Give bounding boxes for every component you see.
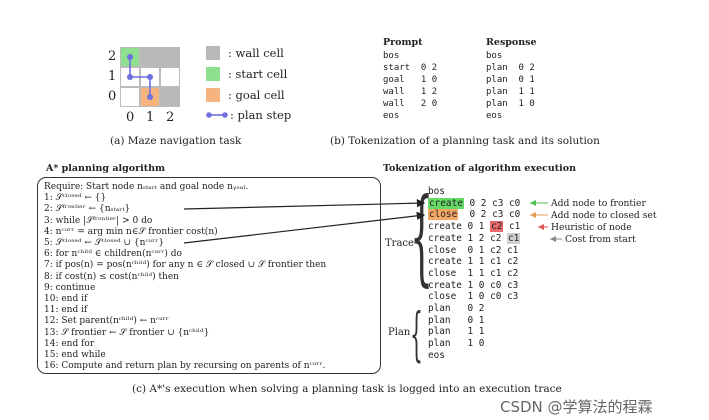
maze-cell-wall bbox=[160, 47, 180, 67]
plan-step-icon bbox=[206, 112, 228, 118]
algorithm-line: 2: 𝒮ᶠʳᵒⁿᵗⁱᵉʳ ← {nₛₜₐᵣₜ} bbox=[44, 204, 131, 215]
prompt-token-line: wall 1 2 bbox=[383, 87, 438, 97]
plan-path bbox=[127, 54, 153, 100]
algorithm-line: 5: 𝒮ᶜˡᵒˢᵉᵈ ← 𝒮ᶜˡᵒˢᵉᵈ ∪ {nᶜᵘʳʳ} bbox=[44, 238, 165, 248]
algorithm-line: 6: for nᶜʰⁱˡᵈ ∈ children(nᶜᵘʳʳ) do bbox=[44, 249, 182, 260]
annotation-cost: Cost from start bbox=[565, 234, 636, 245]
goal-swatch bbox=[206, 88, 220, 102]
maze-ytick: 1 bbox=[108, 69, 117, 84]
plan-brace: { bbox=[410, 300, 423, 368]
response-token-line: plan 0 2 bbox=[486, 63, 535, 73]
trace-highlight: c2 bbox=[490, 221, 504, 233]
legend-label: : wall cell bbox=[228, 46, 284, 60]
plan-label: Plan bbox=[388, 327, 411, 338]
prompt-token-line: bos bbox=[383, 51, 400, 61]
trace-line: plan 1 0 bbox=[428, 338, 485, 350]
trace-line: create 0 1 c2 c1 bbox=[428, 221, 521, 233]
algorithm-line: 10: end if bbox=[44, 294, 88, 304]
maze-cell-wall bbox=[140, 47, 160, 67]
trace-highlight: close bbox=[428, 209, 459, 221]
prompt-token-line: eos bbox=[383, 111, 400, 121]
maze-cell bbox=[160, 67, 180, 87]
legend-label: : plan step bbox=[230, 108, 292, 122]
trace-brace: { bbox=[410, 175, 434, 297]
response-token-line: plan 1 1 bbox=[486, 87, 535, 97]
wall-swatch bbox=[206, 46, 220, 60]
algorithm-box bbox=[37, 177, 381, 374]
maze-cell-wall bbox=[160, 87, 180, 107]
legend-label: : goal cell bbox=[228, 88, 285, 102]
trace-line: close 0 1 c2 c1 bbox=[428, 244, 519, 256]
trace-line: create 1 0 c0 c3 bbox=[428, 279, 519, 291]
algorithm-line: 1: 𝒮ᶜˡᵒˢᵉᵈ ← {} bbox=[44, 193, 107, 204]
start-swatch bbox=[206, 67, 220, 81]
algorithm-line: 15: end while bbox=[44, 350, 106, 360]
annotation-frontier: Add node to frontier bbox=[551, 198, 646, 209]
watermark: CSDN @学算法的程霖 bbox=[500, 398, 653, 416]
algorithm-line: 4: nᶜᵘʳʳ = arg min n∈𝒮 frontier cost(n) bbox=[44, 226, 218, 237]
trace-line: eos bbox=[428, 349, 445, 361]
trace-line: bos bbox=[428, 186, 445, 197]
caption-a: (a) Maze navigation task bbox=[110, 135, 242, 147]
maze-xtick: 2 bbox=[166, 110, 175, 125]
trace-line: plan 1 1 bbox=[428, 326, 485, 338]
maze-ytick: 0 bbox=[108, 89, 117, 104]
response-token-line: eos bbox=[486, 111, 503, 121]
maze-xtick: 1 bbox=[146, 110, 155, 125]
execution-title: Tokenization of algorithm execution bbox=[383, 163, 576, 174]
trace-line: plan 0 2 bbox=[428, 303, 485, 314]
trace-highlight: create bbox=[428, 197, 464, 209]
legend-goal: : goal cell bbox=[206, 88, 285, 102]
caption-c: (c) A*'s execution when solving a planni… bbox=[132, 383, 562, 395]
algorithm-line: 8: if cost(n) ≤ cost(nᶜʰⁱˡᵈ) then bbox=[44, 271, 179, 282]
annotation-closed: Add node to closed set bbox=[551, 210, 657, 221]
caption-b: (b) Tokenization of a planning task and … bbox=[330, 135, 600, 147]
legend-wall: : wall cell bbox=[206, 46, 284, 60]
response-token-line: bos bbox=[486, 51, 503, 61]
trace-highlight: c1 bbox=[507, 232, 521, 244]
prompt-token-line: start 0 2 bbox=[383, 63, 438, 73]
trace-label: Trace bbox=[385, 238, 414, 249]
algorithm-line: Require: Start node nₛₜₐᵣₜ and goal node… bbox=[44, 182, 249, 192]
legend-label: : start cell bbox=[228, 67, 288, 81]
algorithm-line: 11: end if bbox=[44, 305, 88, 316]
algorithm-line: 16: Compute and return plan by recursing… bbox=[44, 361, 326, 372]
algorithm-line: 14: end for bbox=[44, 338, 95, 349]
trace-line: close 0 2 c3 c0 bbox=[428, 209, 521, 221]
algorithm-title: A* planning algorithm bbox=[46, 163, 166, 174]
algorithm-line: 9: continue bbox=[44, 282, 96, 293]
prompt-token-line: goal 1 0 bbox=[383, 75, 438, 85]
maze-ytick: 2 bbox=[108, 49, 117, 64]
prompt-token-line: wall 2 0 bbox=[383, 99, 438, 109]
maze-cell bbox=[120, 87, 140, 107]
algorithm-line: 3: while |𝒮ᶠʳᵒⁿᵗⁱᵉʳ| > 0 do bbox=[44, 215, 153, 226]
trace-line: close 1 1 c1 c2 bbox=[428, 267, 519, 279]
trace-line: create 0 2 c3 c0 bbox=[428, 197, 521, 209]
prompt-title: Prompt bbox=[383, 37, 423, 48]
response-token-line: plan 0 1 bbox=[486, 75, 535, 85]
trace-line: plan 0 1 bbox=[428, 314, 485, 326]
response-token-line: plan 1 0 bbox=[486, 99, 535, 109]
algorithm-line: 7: if pos(n) = pos(nᶜʰⁱˡᵈ) for any n ∈ 𝒮… bbox=[44, 260, 327, 271]
annotation-heuristic: Heuristic of node bbox=[551, 222, 632, 233]
trace-line: create 1 2 c2 c1 bbox=[428, 232, 521, 244]
response-title: Response bbox=[486, 37, 537, 48]
legend-plan: : plan step bbox=[206, 108, 291, 122]
maze-xtick: 0 bbox=[126, 110, 135, 125]
trace-line: close 1 0 c0 c3 bbox=[428, 291, 519, 303]
algorithm-line: 13: 𝒮 frontier ← 𝒮 frontier ∪ {nᶜʰⁱˡᵈ} bbox=[44, 327, 210, 338]
legend-start: : start cell bbox=[206, 67, 287, 81]
trace-line: create 1 1 c1 c2 bbox=[428, 256, 519, 268]
algorithm-line: 12: Set parent(nᶜʰⁱˡᵈ) ← nᶜᵘʳʳ bbox=[44, 316, 169, 327]
